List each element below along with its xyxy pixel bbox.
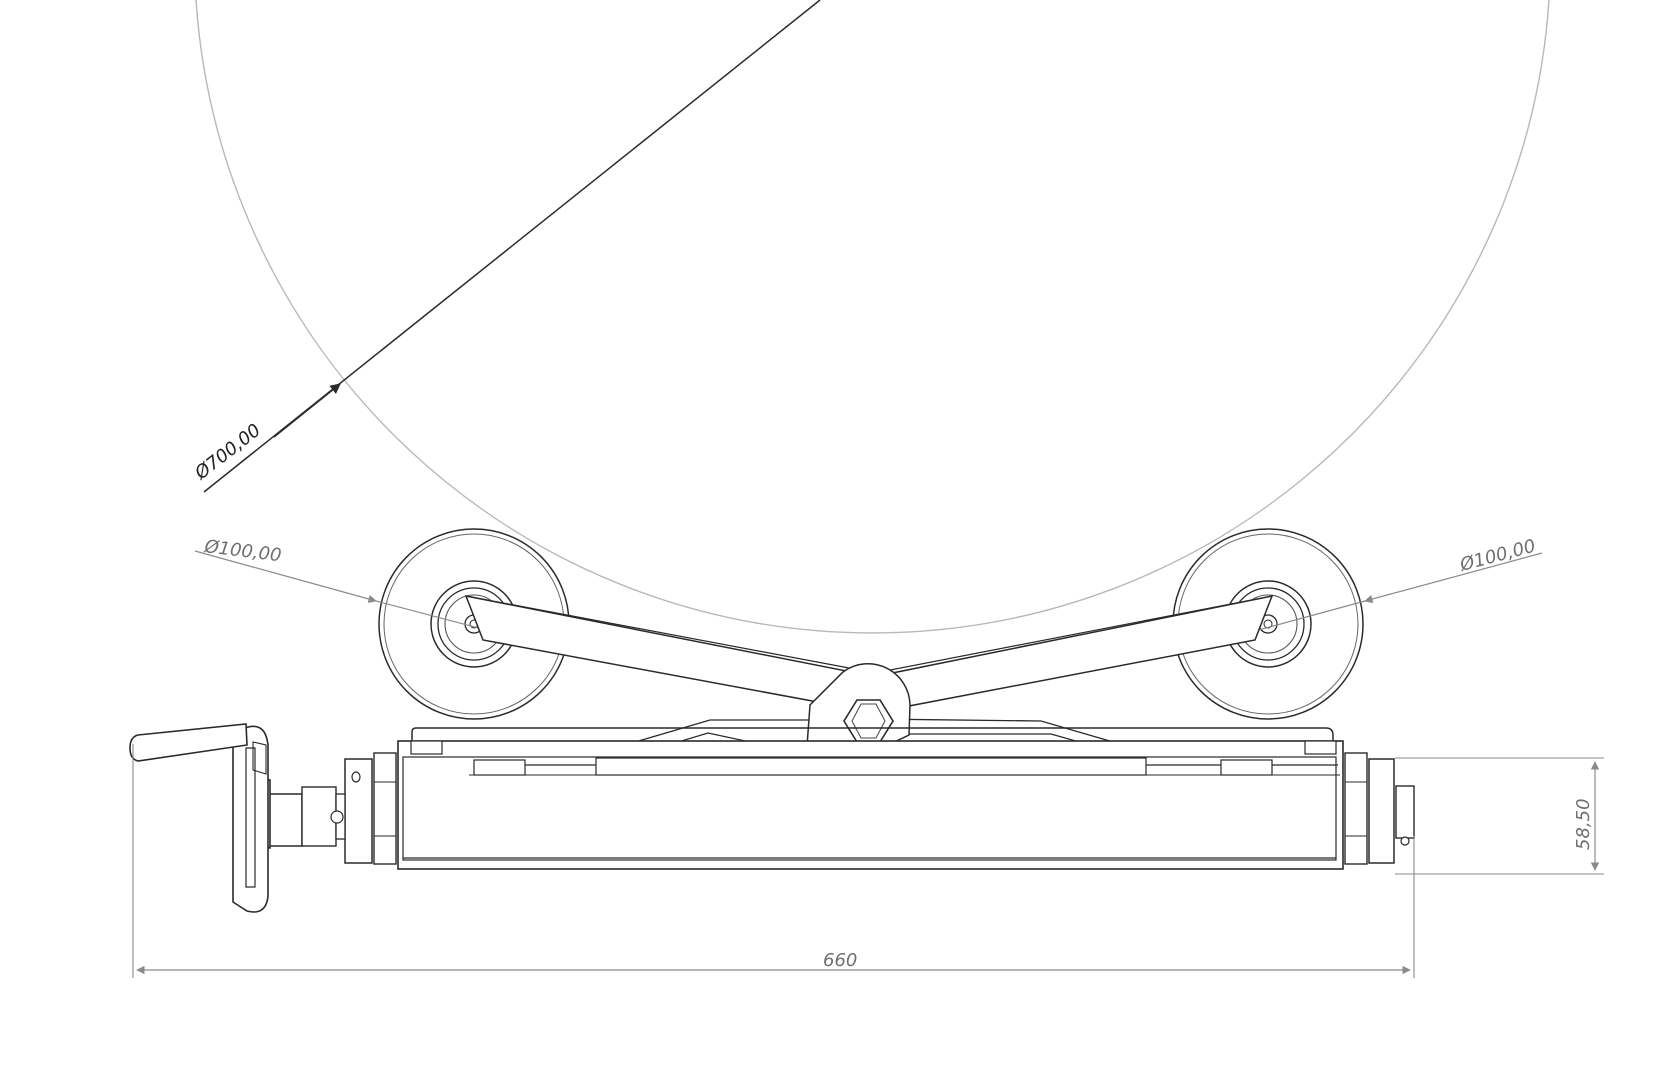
vessel-outline — [195, 0, 1550, 634]
vessel-diameter-dimension: Ø700,00 — [190, 0, 821, 493]
overall-length-dimension: 660 — [132, 744, 1415, 978]
overall-length-label: 660 — [823, 950, 857, 971]
height-dimension: 58,50 — [1395, 757, 1604, 875]
base-frame — [344, 727, 1415, 870]
left-wheel-diameter-label: Ø100,00 — [202, 536, 282, 566]
height-label: 58,50 — [1573, 798, 1594, 850]
right-wheel-diameter-label: Ø100,00 — [1457, 536, 1538, 577]
hand-crank — [129, 723, 346, 913]
